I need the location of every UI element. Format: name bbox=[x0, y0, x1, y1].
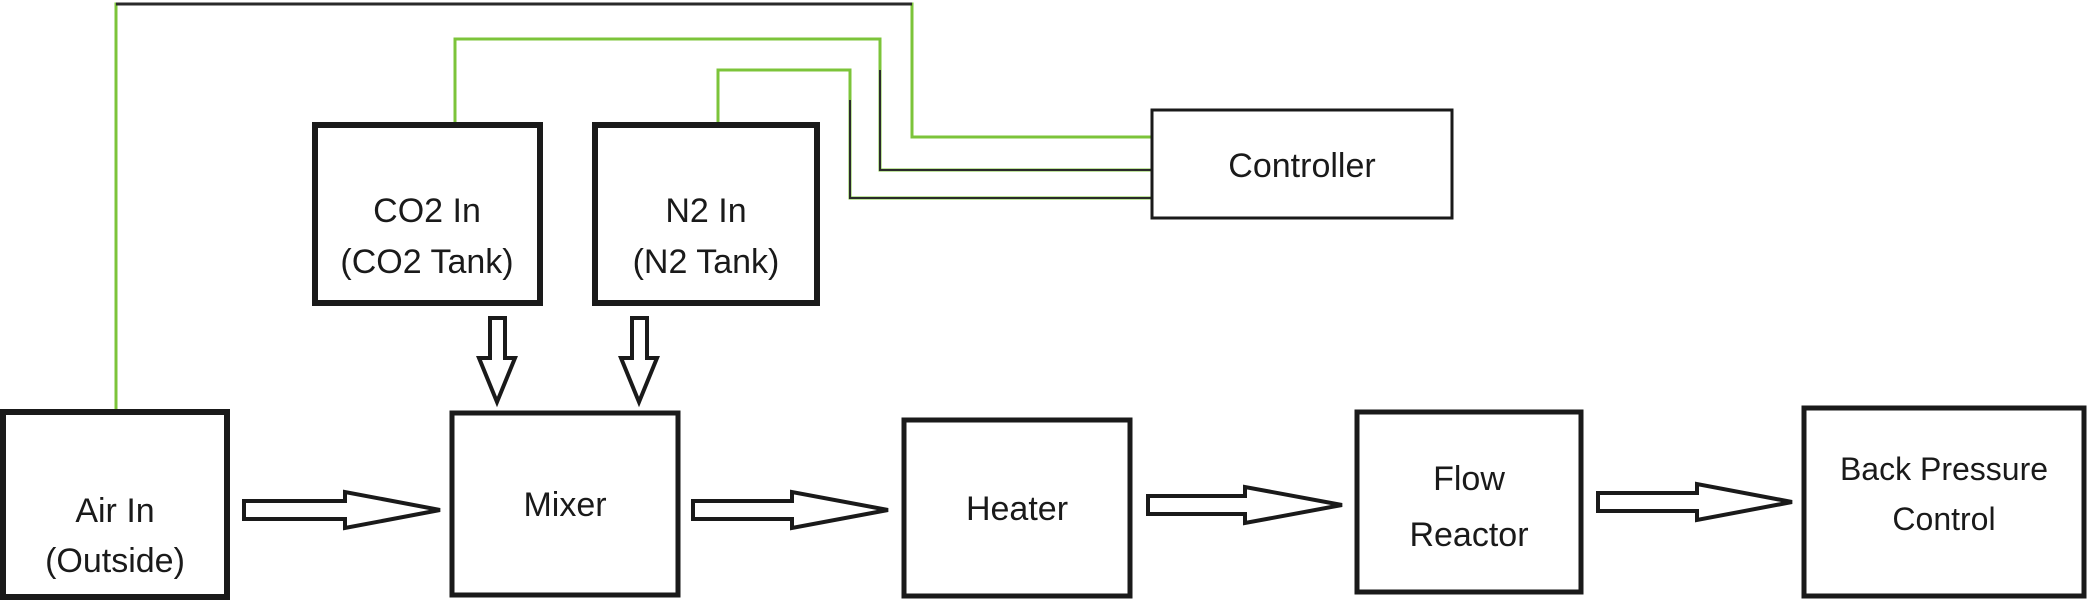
down-arrows bbox=[476, 316, 660, 408]
node-n2-in: N2 In (N2 Tank) bbox=[592, 122, 820, 306]
node-heater: Heater bbox=[901, 417, 1133, 599]
arrow-reactor-to-bpc bbox=[1596, 481, 1793, 523]
control-lines bbox=[114, 2, 1152, 410]
controller-label: Controller bbox=[1228, 147, 1375, 185]
node-air-in: Air In (Outside) bbox=[0, 409, 230, 600]
air-label-line2: (Outside) bbox=[45, 542, 185, 580]
n2-label-line1: N2 In bbox=[665, 192, 746, 230]
n2-label-line2: (N2 Tank) bbox=[633, 243, 780, 281]
node-controller: Controller bbox=[1150, 108, 1454, 220]
arrow-mixer-to-heater bbox=[691, 489, 889, 531]
bpc-label-line2: Control bbox=[1892, 501, 1995, 537]
node-back-pressure-control: Back Pressure Control bbox=[1801, 405, 2087, 599]
control-line-co2-dark bbox=[879, 70, 1152, 171]
mixer-label: Mixer bbox=[523, 486, 606, 524]
reactor-label-line2: Reactor bbox=[1409, 516, 1528, 554]
arrow-n2-to-mixer bbox=[618, 316, 660, 408]
node-flow-reactor: Flow Reactor bbox=[1354, 409, 1584, 595]
reactor-label-line1: Flow bbox=[1433, 460, 1505, 498]
arrow-heater-to-reactor bbox=[1146, 484, 1343, 526]
co2-label-line2: (CO2 Tank) bbox=[340, 243, 513, 281]
control-line-n2-dark bbox=[849, 100, 1152, 199]
arrow-air-to-mixer bbox=[242, 489, 441, 531]
bpc-label-line1: Back Pressure bbox=[1840, 451, 2048, 487]
heater-label: Heater bbox=[966, 490, 1068, 528]
co2-label-line1: CO2 In bbox=[373, 192, 481, 230]
air-label-line1: Air In bbox=[75, 492, 154, 530]
flow-arrows bbox=[242, 481, 1793, 531]
node-co2-in: CO2 In (CO2 Tank) bbox=[312, 122, 543, 306]
node-mixer: Mixer bbox=[449, 410, 681, 598]
arrow-co2-to-mixer bbox=[476, 316, 518, 408]
